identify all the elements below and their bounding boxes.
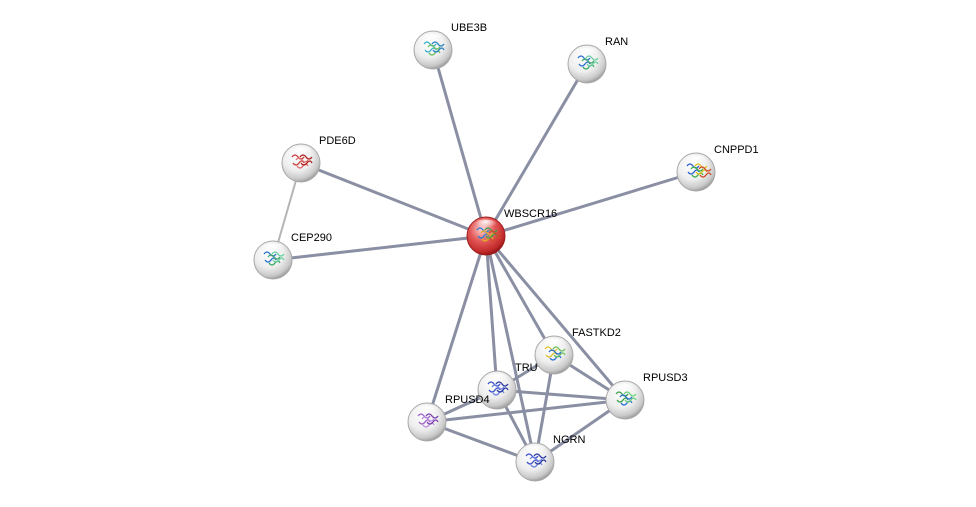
node-rpusd4[interactable]: RPUSD4 bbox=[407, 394, 490, 442]
node-label-rpusd3: RPUSD3 bbox=[643, 372, 688, 384]
edge-wbscr16-cnppd1[interactable] bbox=[484, 170, 698, 238]
edge-wbscr16-rpusd3[interactable] bbox=[484, 234, 627, 402]
node-trub2[interactable]: TRU bbox=[477, 362, 538, 410]
nodes-layer: WBSCR16 UBE3B RAN PDE6D CNPPD1CEP290FASTKD2T… bbox=[253, 22, 759, 482]
edge-trub2-rpusd3[interactable] bbox=[495, 388, 627, 402]
edge-wbscr16-trub2[interactable] bbox=[484, 234, 499, 392]
node-cnppd1[interactable]: CNPPD1 bbox=[676, 144, 759, 192]
edge-wbscr16-pde6d[interactable] bbox=[299, 161, 488, 238]
node-label-trub2: TRU bbox=[515, 362, 538, 374]
node-highlight bbox=[415, 405, 439, 418]
edge-wbscr16-ran[interactable] bbox=[484, 62, 589, 238]
node-cep290[interactable]: CEP290 bbox=[253, 232, 332, 280]
node-label-ngrn: NGRN bbox=[553, 434, 585, 446]
node-highlight bbox=[261, 243, 285, 256]
node-label-fastkd2: FASTKD2 bbox=[572, 327, 621, 339]
node-highlight bbox=[542, 338, 566, 351]
edge-rpusd4-rpusd3[interactable] bbox=[425, 398, 627, 424]
node-label-cep290: CEP290 bbox=[291, 232, 332, 244]
node-ngrn[interactable]: NGRN bbox=[515, 434, 585, 482]
node-label-wbscr16: WBSCR16 bbox=[504, 208, 557, 220]
node-highlight bbox=[289, 146, 313, 159]
node-rpusd3[interactable]: RPUSD3 bbox=[605, 372, 688, 420]
node-highlight bbox=[613, 383, 637, 396]
edge-wbscr16-cep290[interactable] bbox=[271, 234, 488, 262]
node-highlight bbox=[421, 33, 445, 46]
edge-wbscr16-fastkd2[interactable] bbox=[484, 234, 556, 357]
node-highlight bbox=[575, 47, 599, 60]
node-highlight bbox=[474, 219, 498, 232]
node-ube3b[interactable]: UBE3B bbox=[413, 22, 487, 70]
node-label-pde6d: PDE6D bbox=[319, 135, 356, 147]
node-ran[interactable]: RAN bbox=[567, 36, 628, 84]
node-label-cnppd1: CNPPD1 bbox=[714, 144, 759, 156]
node-label-ran: RAN bbox=[605, 36, 628, 48]
node-pde6d[interactable]: PDE6D bbox=[281, 135, 356, 183]
node-highlight bbox=[485, 373, 509, 386]
node-wbscr16[interactable]: WBSCR16 bbox=[466, 208, 557, 256]
node-label-rpusd4: RPUSD4 bbox=[445, 394, 490, 406]
node-label-ube3b: UBE3B bbox=[451, 22, 487, 34]
node-highlight bbox=[523, 445, 547, 458]
edge-wbscr16-rpusd4[interactable] bbox=[425, 234, 488, 424]
node-fastkd2[interactable]: FASTKD2 bbox=[534, 327, 621, 375]
node-highlight bbox=[684, 155, 708, 168]
edge-wbscr16-ube3b[interactable] bbox=[431, 48, 488, 238]
edge-wbscr16-ngrn[interactable] bbox=[484, 234, 537, 464]
